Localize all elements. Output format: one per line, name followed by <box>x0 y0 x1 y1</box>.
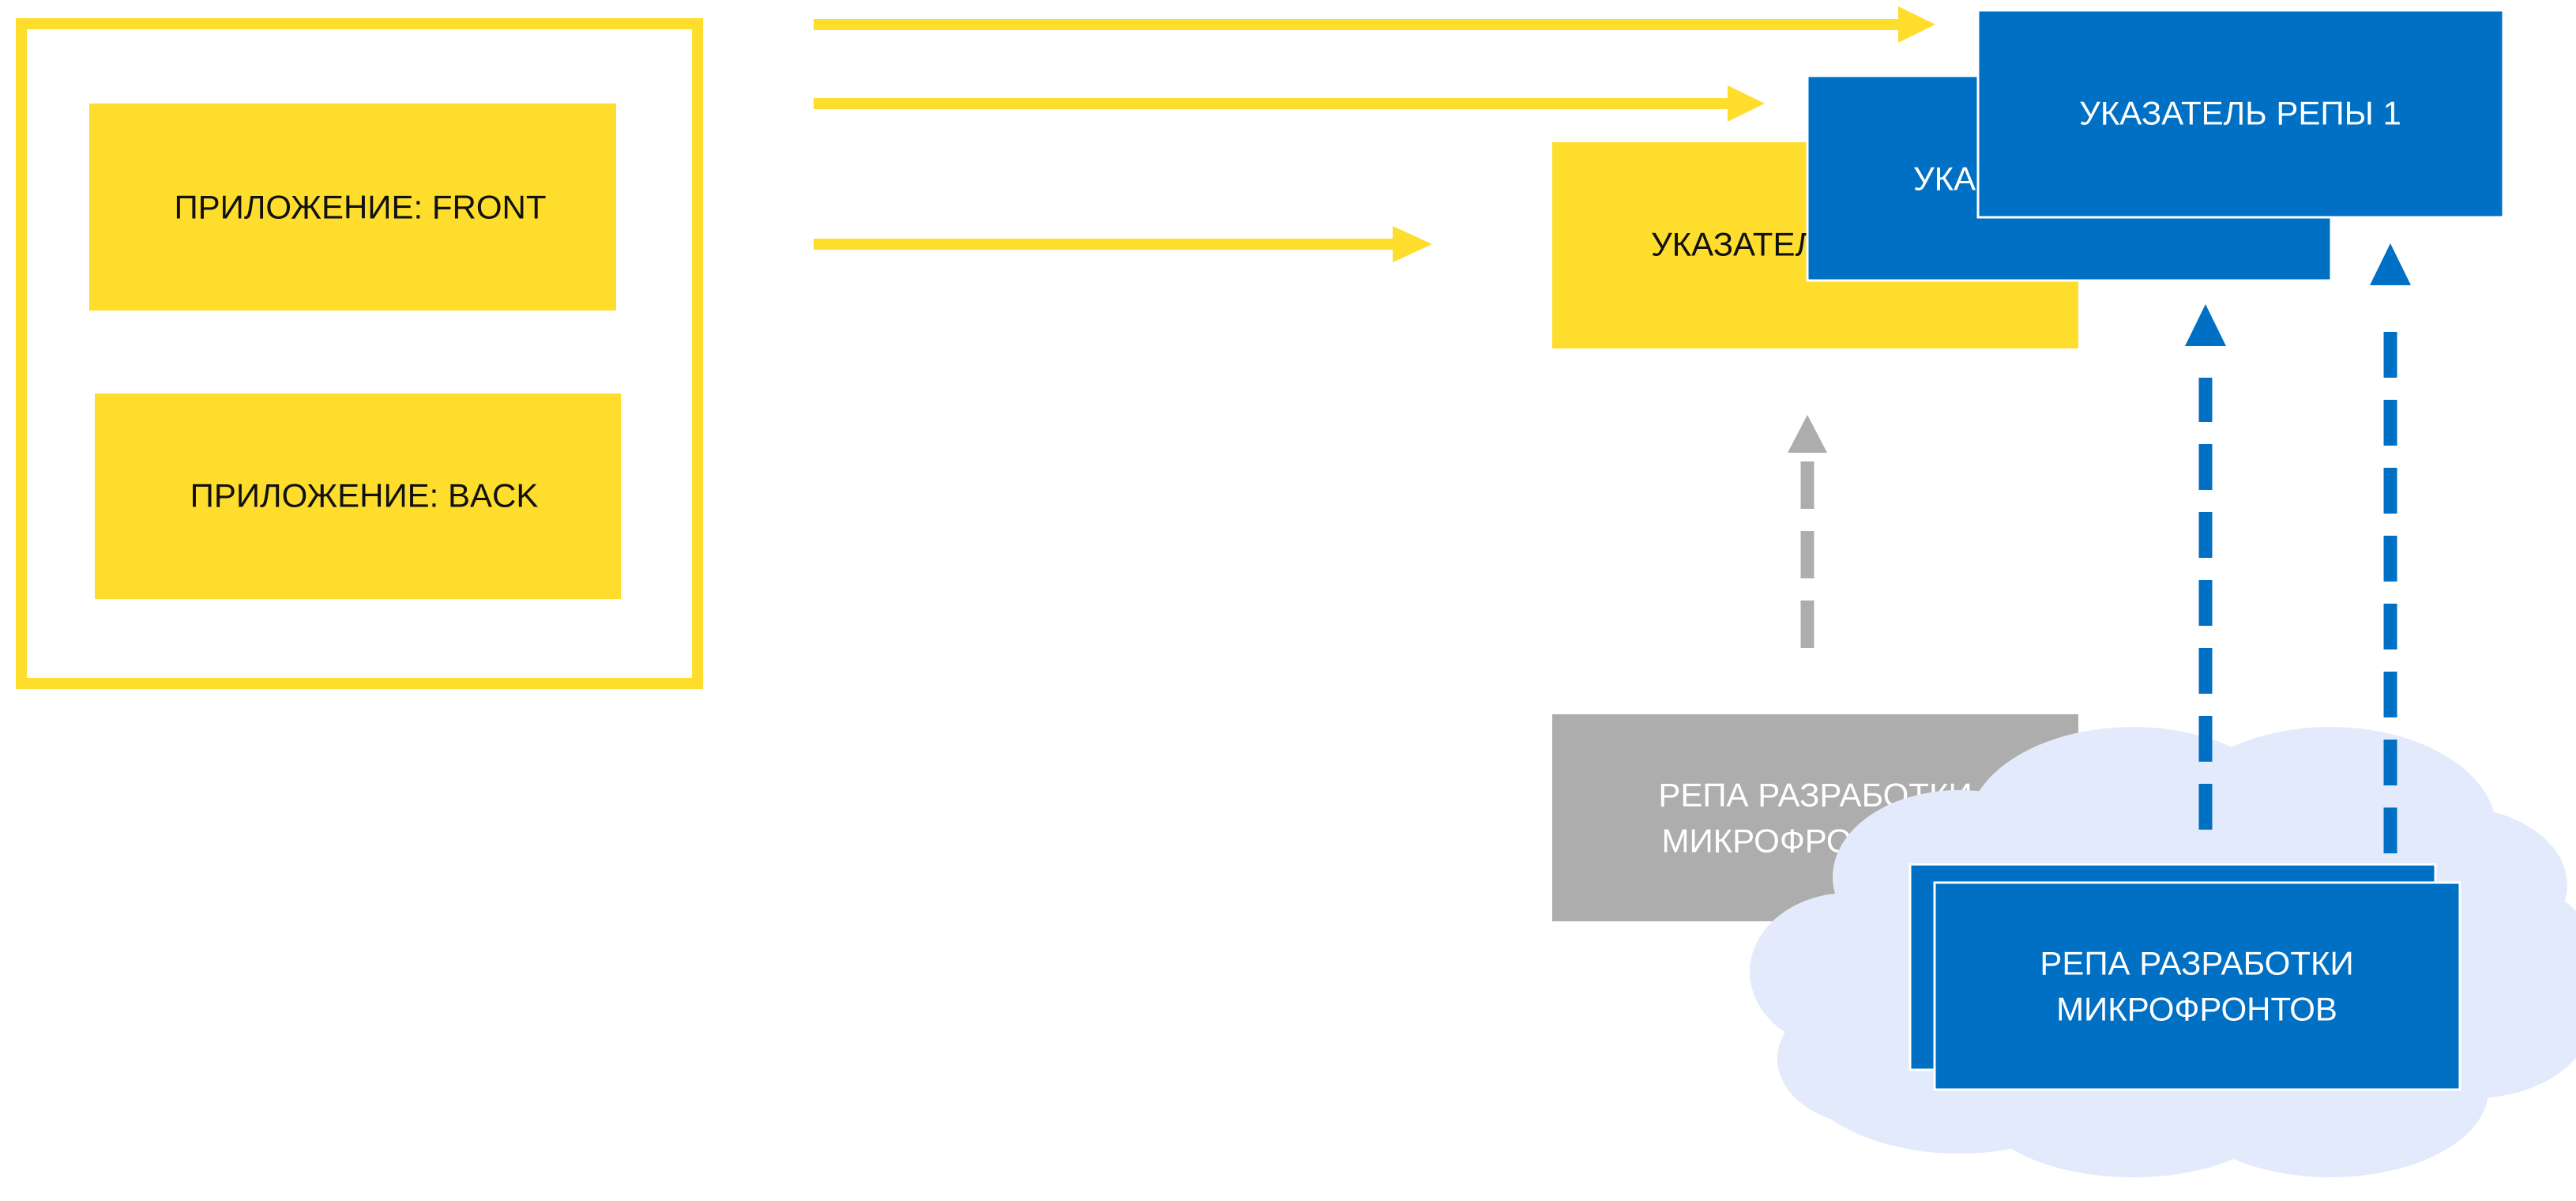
blue-repo-label-line2: МИКРОФРОНТОВ <box>2056 991 2337 1028</box>
app-container-frame <box>16 18 703 689</box>
blue-repo-box-front <box>1933 881 2461 1091</box>
pointer-blue-front-label: УКАЗАТЕЛЬ РЕПЫ 1 <box>2079 95 2401 132</box>
pointer-blue-middle-label: УКА <box>1913 160 1976 198</box>
blue-dashed-arrow-left-head <box>2185 304 2226 346</box>
app-front-label: ПРИЛОЖЕНИЕ: FRONT <box>174 189 546 226</box>
blue-dashed-arrow-right-head <box>2370 243 2411 285</box>
blue-repo: РЕПА РАЗРАБОТКИ МИКРОФРОНТОВ <box>1908 863 2461 1091</box>
arrow-to-pointer-2-head <box>1728 85 1765 122</box>
gray-dashed-arrow <box>1788 415 1827 648</box>
pointer-blue-front: УКАЗАТЕЛЬ РЕПЫ 1 <box>1976 9 2505 219</box>
app-back-box <box>95 393 621 599</box>
arrow-to-pointer-1-head <box>1898 6 1935 43</box>
yellow-arrows <box>814 6 1935 262</box>
blue-repo-label-line1: РЕПА РАЗРАБОТКИ <box>2040 945 2353 982</box>
arrow-to-pointer-3-head <box>1393 226 1432 262</box>
pointer-blue-front-box <box>1976 9 2505 219</box>
gray-dashed-arrow-head <box>1788 415 1827 453</box>
app-back-label: ПРИЛОЖЕНИЕ: BACK <box>190 477 539 514</box>
app-front-box <box>89 104 616 311</box>
blue-dashed-arrows <box>2185 243 2411 853</box>
app-container: ПРИЛОЖЕНИЕ: FRONT ПРИЛОЖЕНИЕ: BACK <box>16 18 703 689</box>
